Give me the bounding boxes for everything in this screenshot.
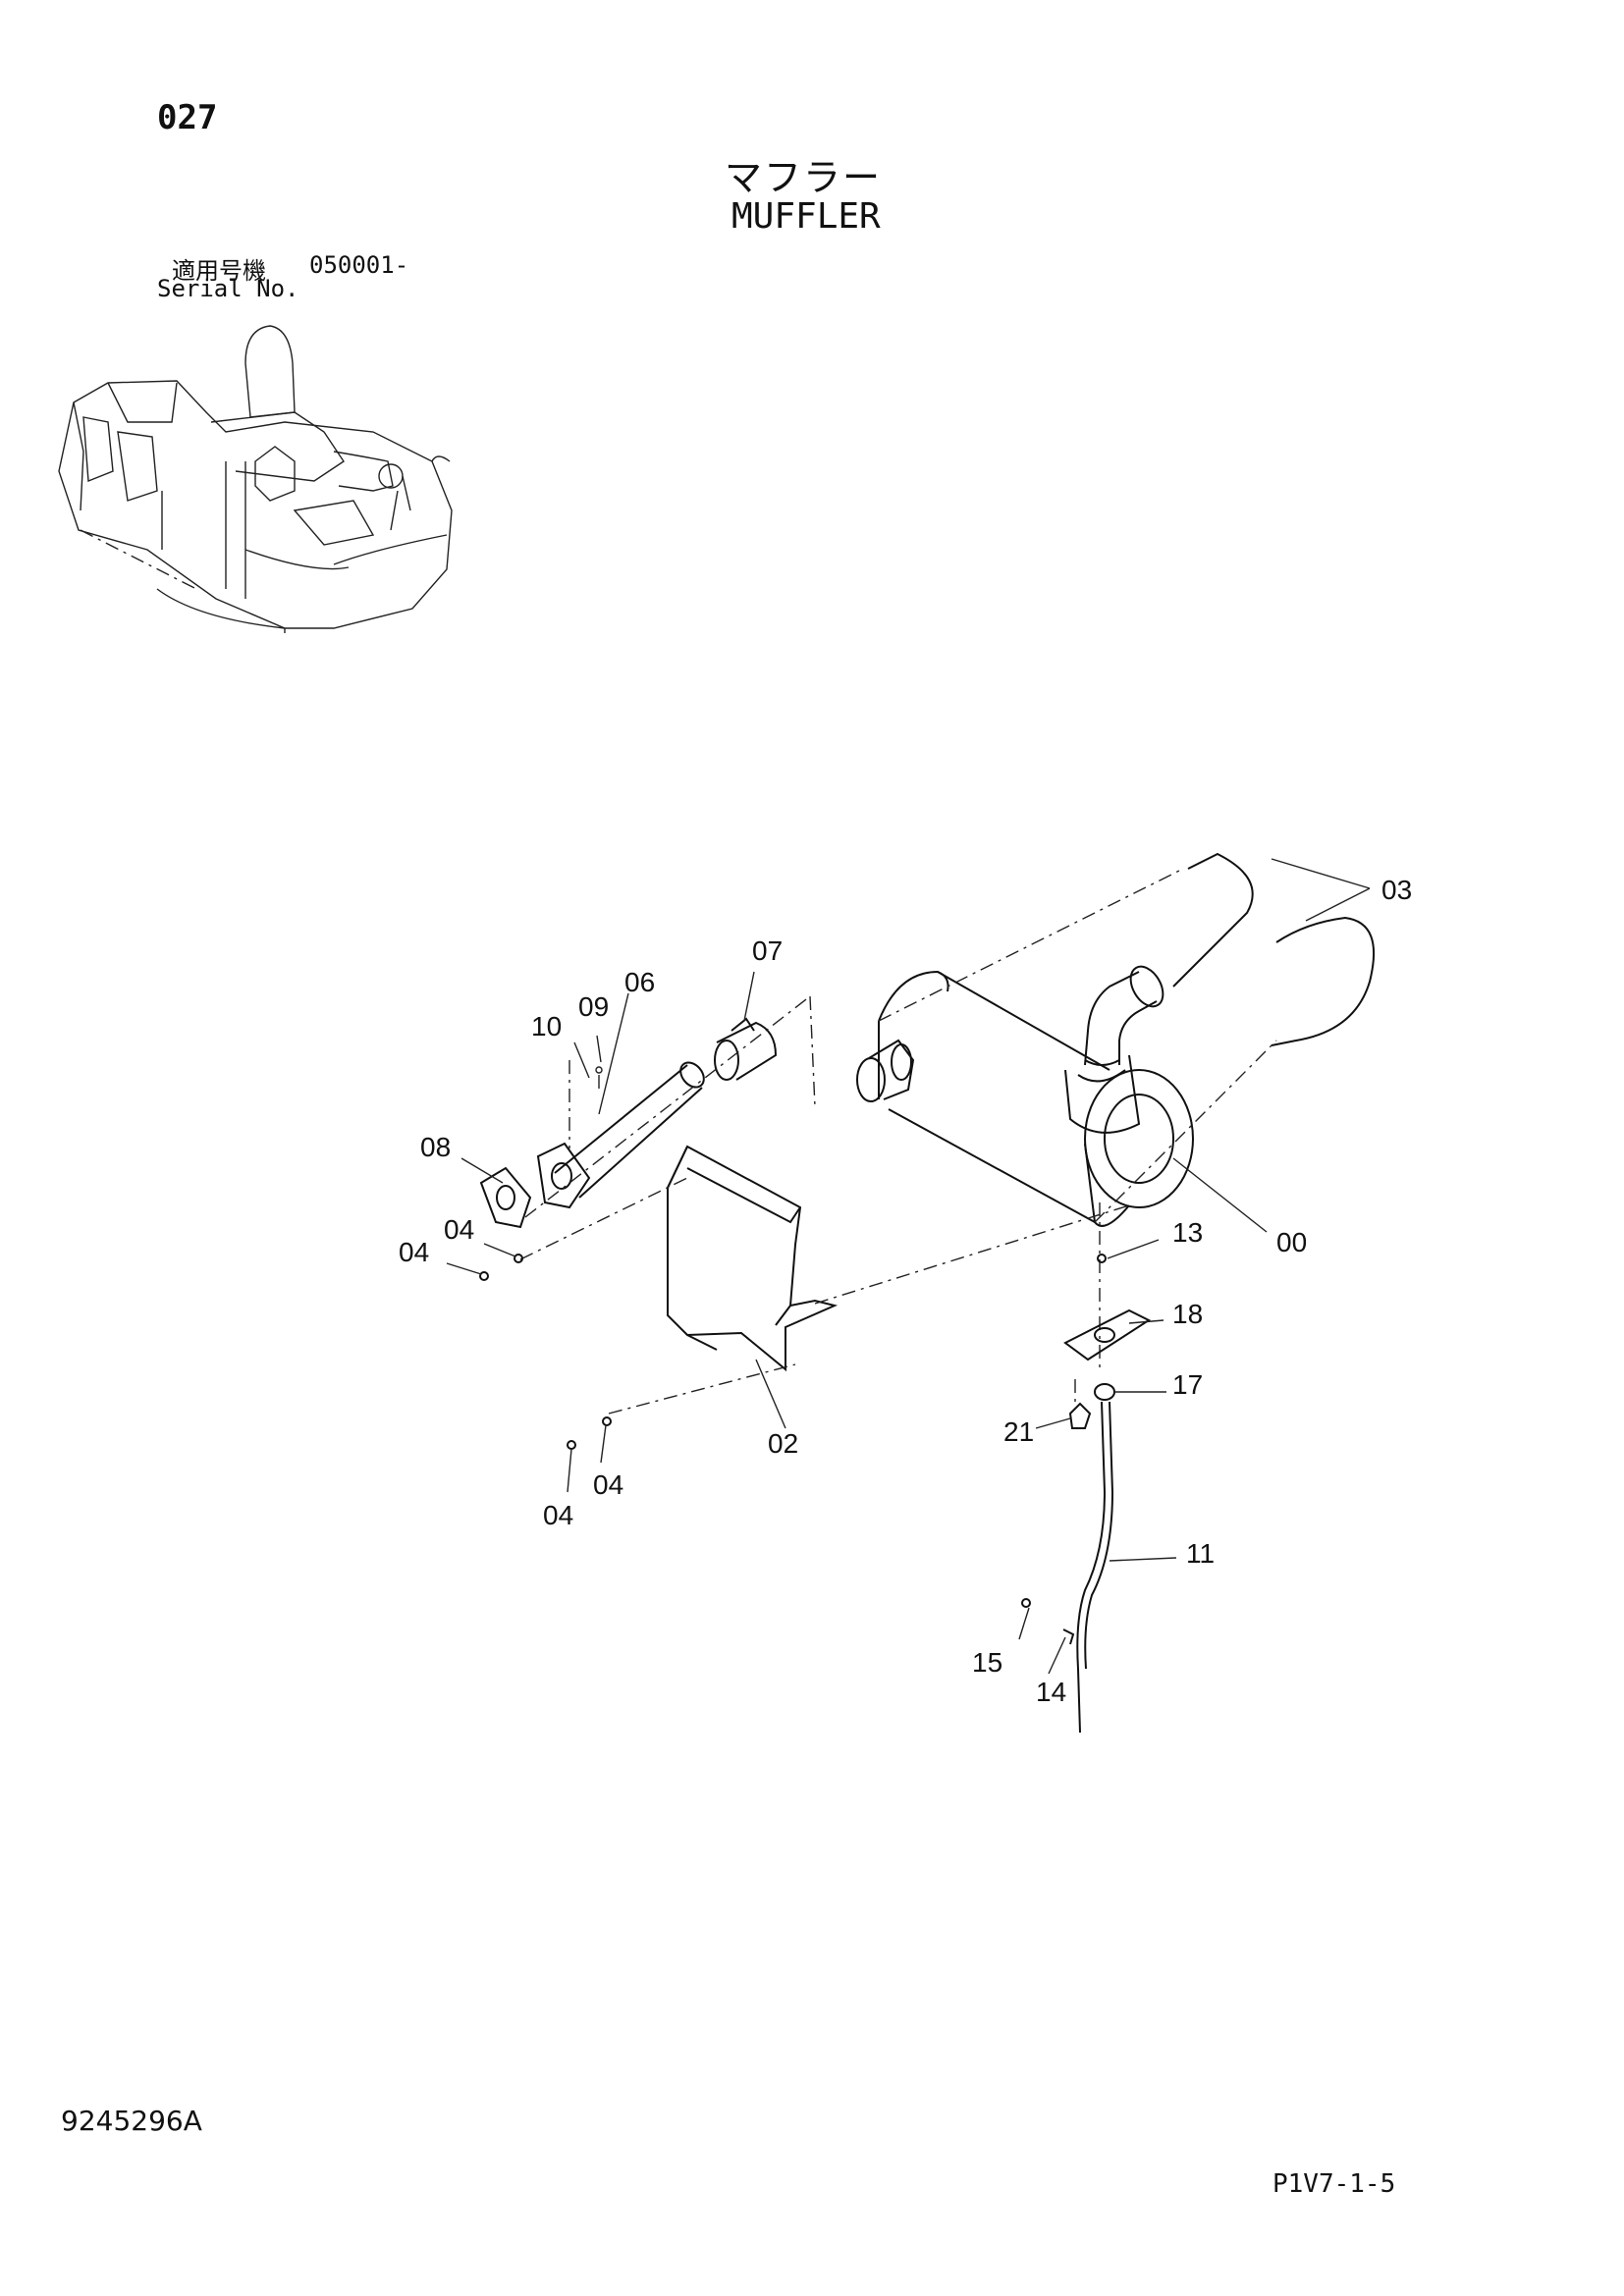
serial-number-value: 050001- [309,251,409,279]
label-15: 15 [972,1647,1002,1678]
label-21: 21 [1003,1416,1034,1447]
bracket-assembly [1021,1202,1152,1734]
serial-label-english: Serial No. [157,275,299,302]
label-17: 17 [1172,1369,1203,1400]
label-11: 11 [1186,1538,1215,1569]
part-labels: 03 00 02 07 06 09 10 08 04 04 04 04 13 1… [399,875,1412,1707]
label-04-d: 04 [543,1500,573,1530]
label-04-a: 04 [444,1214,474,1245]
excavator-overview-illustration [58,325,453,633]
label-14: 14 [1036,1677,1066,1707]
label-04-b: 04 [399,1237,429,1267]
exhaust-tube-assembly [479,995,816,1229]
label-03: 03 [1381,875,1412,905]
label-07: 07 [752,935,783,966]
serial-label-japanese: 適用号機 [172,257,266,285]
bolts-04 [479,1254,612,1450]
page-number: 027 [157,98,218,137]
label-02: 02 [768,1428,798,1459]
muffler-bands [878,852,1376,1223]
page-reference: P1V7-1-5 [1272,2169,1396,2199]
label-09: 09 [578,991,609,1022]
leader-lines [446,858,1371,1675]
label-06: 06 [624,967,655,997]
muffler-body [856,965,1194,1227]
title-english: MUFFLER [731,196,881,237]
label-13: 13 [1172,1217,1203,1248]
label-00: 00 [1276,1227,1307,1257]
heat-shield [519,1145,1130,1415]
title-japanese: マフラー [725,156,883,199]
label-10: 10 [531,1011,562,1041]
label-04-c: 04 [593,1469,623,1500]
label-08: 08 [420,1132,451,1162]
document-number: 9245296A [61,2105,202,2137]
label-18: 18 [1172,1299,1203,1329]
